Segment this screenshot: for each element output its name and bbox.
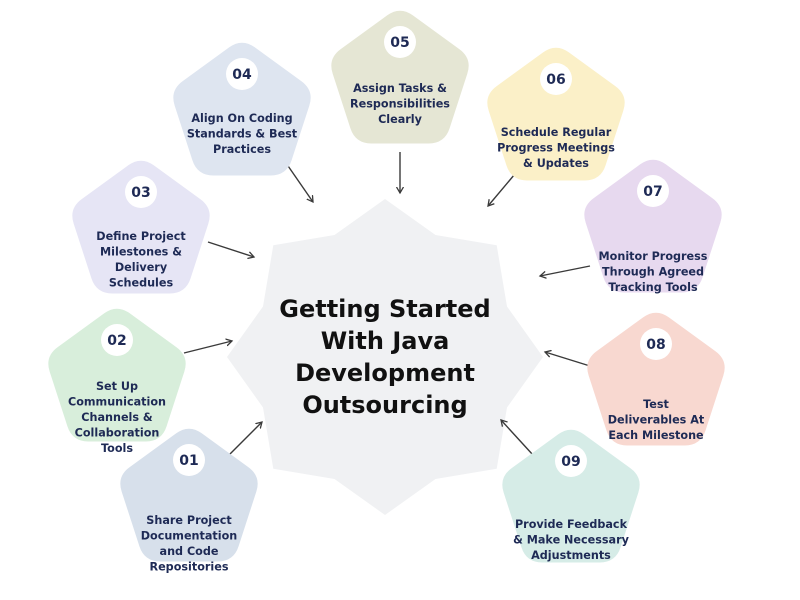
step-number-badge [125, 176, 157, 208]
arrow-step-09 [501, 420, 534, 456]
step-number-badge [384, 26, 416, 58]
step-pentagon-shape [487, 47, 625, 181]
step-pentagon-shape [120, 428, 258, 562]
center-title-line: Getting Started [279, 295, 491, 323]
step-number-badge [101, 324, 133, 356]
step-number-badge [555, 445, 587, 477]
step-label-line: Set Up [96, 380, 138, 393]
step-number-badge [226, 58, 258, 90]
step-label-line: Practices [213, 143, 271, 156]
step-label-line: Clearly [378, 113, 423, 126]
step-number: 07 [643, 184, 662, 200]
step-label-line: Milestones & [100, 246, 182, 259]
step-label-line: Deliverables At [608, 414, 705, 427]
step-label-line: Progress Meetings [497, 142, 615, 155]
step-label-line: Tools [101, 442, 133, 455]
step-number: 02 [107, 333, 126, 349]
step-label-line: Monitor Progress [599, 250, 708, 263]
center-star-shape [227, 199, 543, 515]
step-number-badge [640, 328, 672, 360]
step-label-line: Provide Feedback [515, 518, 628, 531]
step-label-line: Define Project [96, 230, 186, 243]
center-title-line: Outsourcing [302, 391, 467, 419]
step-pentagon-shape [587, 312, 725, 446]
step-number: 04 [232, 67, 252, 83]
step-label-line: Adjustments [531, 549, 611, 562]
arrow-step-08 [545, 352, 591, 367]
step-number: 08 [646, 337, 665, 353]
step-number-badge [637, 175, 669, 207]
step-label-line: Collaboration [75, 427, 160, 440]
center-title-line: With Java [321, 327, 450, 355]
step-label-line: Documentation [141, 530, 238, 543]
arrow-step-02 [183, 341, 232, 354]
step-label-line: Communication [68, 396, 166, 409]
step-label-line: and Code [160, 545, 219, 558]
arrow-step-01 [227, 422, 262, 457]
step-number-badge [173, 444, 205, 476]
step-pentagon-shape [48, 308, 186, 442]
center-title-line: Development [295, 359, 475, 387]
step-pentagon-shape [584, 159, 722, 293]
step-label-line: Each Milestone [608, 429, 704, 442]
step-label-line: Tracking Tools [608, 281, 698, 294]
arrow-step-04 [285, 162, 313, 202]
arrow-step-03 [207, 241, 254, 257]
step-number: 09 [561, 454, 580, 470]
arrow-step-07 [540, 265, 591, 276]
step-label-line: & Updates [523, 157, 589, 170]
step-number: 06 [546, 72, 565, 88]
step-pentagon-shape [173, 42, 311, 176]
step-label-line: & Make Necessary [513, 534, 630, 547]
step-number: 05 [390, 35, 409, 51]
step-label-line: Delivery [115, 261, 168, 274]
step-label-line: Standards & Best [187, 128, 298, 141]
step-pentagon-shape [331, 10, 469, 144]
step-number: 01 [179, 453, 198, 469]
step-number: 03 [131, 185, 150, 201]
step-label-line: Assign Tasks & [353, 82, 447, 95]
step-label-line: Responsibilities [350, 98, 450, 111]
step-label-line: Share Project [146, 514, 232, 527]
step-label-line: Repositories [149, 561, 228, 574]
step-label-line: Channels & [81, 411, 153, 424]
step-pentagon-shape [502, 429, 640, 563]
step-label-line: Schedules [109, 277, 174, 290]
step-label-line: Schedule Regular [501, 126, 612, 139]
step-label-line: Align On Coding [191, 112, 292, 125]
step-label-line: Through Agreed [602, 266, 704, 279]
step-number-badge [540, 63, 572, 95]
step-pentagon-shape [72, 160, 210, 294]
step-label-line: Test [643, 398, 669, 411]
